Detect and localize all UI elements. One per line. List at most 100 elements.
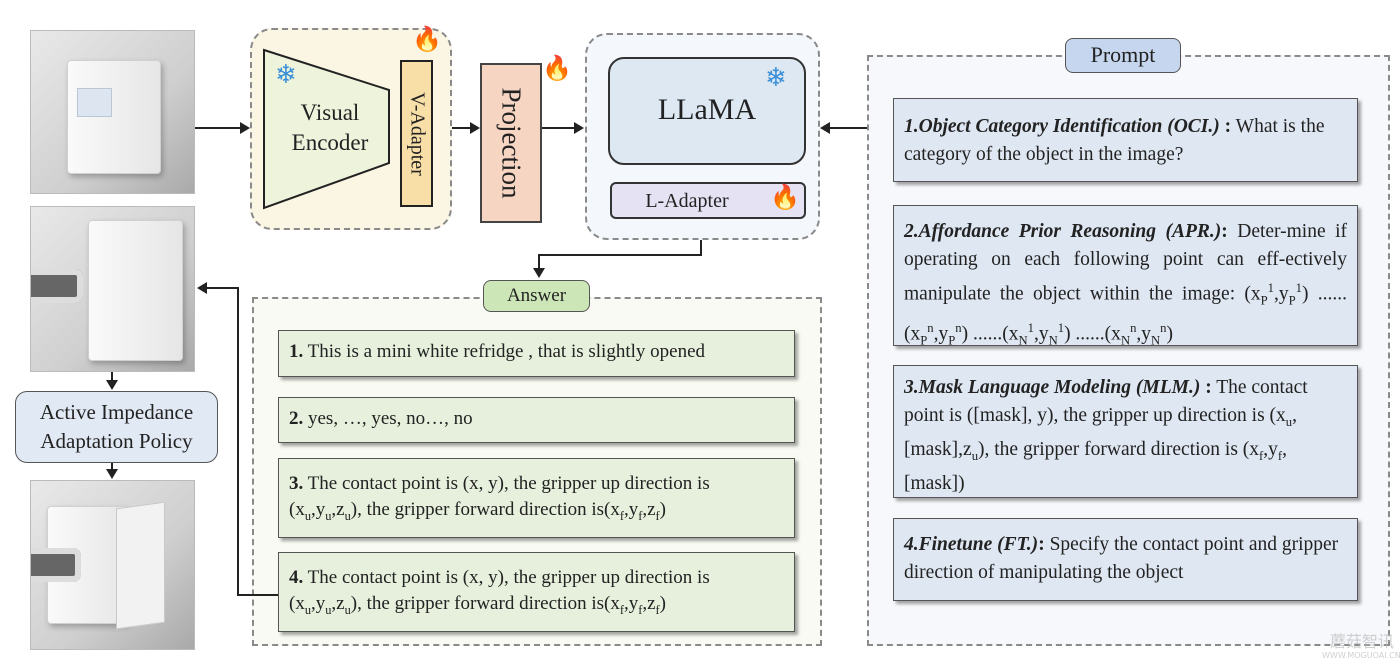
- text-segment: f: [638, 508, 643, 523]
- fridge-photo-gripper-contact: [30, 206, 195, 372]
- text-segment: 1: [1267, 281, 1274, 295]
- text-segment: u: [304, 508, 311, 523]
- text-segment: N: [1120, 333, 1131, 348]
- text-segment: ,[mask]): [904, 438, 1287, 494]
- text-segment: ,y: [1274, 283, 1289, 305]
- text-segment: Deter-mine if operating on each followin…: [904, 221, 1347, 305]
- text-segment: :: [1219, 116, 1232, 137]
- text-segment: n: [927, 321, 934, 336]
- text-segment: ), the gripper forward direction is(x: [350, 593, 620, 614]
- text-segment: f: [1277, 448, 1283, 463]
- llama-box: LLaMA: [608, 57, 806, 165]
- arrowhead: [470, 122, 480, 134]
- text-segment: P: [948, 333, 956, 348]
- text-segment: P: [1260, 293, 1268, 308]
- answer-item-3: 3. The contact point is (x, y), the grip…: [278, 458, 795, 538]
- v-adapter-box: V-Adapter: [400, 60, 433, 207]
- arrowhead: [197, 282, 207, 294]
- flame-icon: 🔥: [542, 56, 572, 82]
- text-segment: The contact point is ([mask], y), the gr…: [904, 377, 1308, 426]
- text-segment: 3.Mask Language Modeling (MLM.): [904, 377, 1201, 398]
- answer-label: Answer: [483, 280, 590, 312]
- impedance-policy-box: Active Impedance Adaptation Policy: [15, 391, 218, 463]
- arrow-llama-to-answer: [700, 240, 702, 255]
- text-segment: ,y: [311, 499, 326, 520]
- l-adapter-box: L-Adapter: [610, 182, 806, 219]
- text-segment: ,y: [1136, 323, 1152, 345]
- text-segment: ,z: [642, 593, 656, 614]
- arrow-segment: [538, 254, 702, 256]
- text-segment: 4.Finetune (FT.): [904, 534, 1039, 555]
- prompt-item-mlm: 3.Mask Language Modeling (MLM.) : The co…: [893, 365, 1358, 498]
- fridge-photo-closed: [30, 30, 195, 194]
- arrow-photo-to-policy: [111, 372, 113, 382]
- text-segment: f: [619, 602, 624, 617]
- text-segment: ): [1166, 323, 1174, 345]
- arrowhead: [574, 122, 584, 134]
- text-segment: 3.: [289, 473, 304, 494]
- text-segment: ), the gripper forward direction is (x: [978, 438, 1260, 460]
- arrowhead: [820, 122, 830, 134]
- text-segment: ,z: [331, 593, 345, 614]
- text-segment: f: [655, 602, 660, 617]
- text-segment: P: [920, 333, 928, 348]
- text-segment: n: [955, 321, 962, 336]
- text-segment: N: [1048, 333, 1058, 348]
- flame-icon: 🔥: [770, 185, 800, 211]
- text-segment: u: [325, 602, 332, 617]
- text-segment: ): [659, 499, 666, 520]
- text-segment: ) ......(x: [961, 323, 1019, 345]
- visual-encoder-trapezoid: [263, 48, 390, 210]
- text-segment: ,[mask],z: [904, 405, 1297, 460]
- arrow-image-to-encoder: [195, 127, 243, 129]
- prompt-item-ft: 4.Finetune (FT.): Specify the contact po…: [893, 518, 1358, 601]
- text-segment: f: [1259, 448, 1264, 463]
- policy-line1: Active Impedance: [39, 400, 194, 424]
- text-segment: u: [325, 508, 332, 523]
- policy-line2: Adaptation Policy: [40, 429, 193, 453]
- text-segment: This is a mini white refridge , that is …: [303, 341, 706, 362]
- text-segment: u: [344, 508, 351, 523]
- text-segment: 1: [1027, 321, 1034, 336]
- text-segment: ,y: [623, 593, 639, 614]
- arrow-segment: [205, 287, 239, 289]
- text-segment: ,z: [642, 499, 656, 520]
- text-segment: 1: [1295, 281, 1302, 295]
- projection-box: Projection: [480, 63, 542, 223]
- text-segment: ) ......(x: [1064, 323, 1121, 345]
- text-segment: ,y: [1263, 438, 1278, 460]
- arrow-prompt-to-llama: [828, 127, 868, 129]
- text-segment: n: [1130, 321, 1137, 336]
- text-segment: u: [304, 602, 311, 617]
- text-segment: 4.: [289, 567, 304, 588]
- llama-label: LLaMA: [657, 93, 757, 126]
- text-segment: u: [344, 602, 351, 617]
- flame-icon: 🔥: [412, 27, 442, 53]
- snowflake-icon: ❄: [765, 63, 787, 92]
- answer-item-1: 1. This is a mini white refridge , that …: [278, 330, 795, 377]
- answer-item-2: 2. yes, …, yes, no…, no: [278, 397, 795, 443]
- text-segment: 1: [1057, 321, 1065, 336]
- watermark-cn: 蘑菇智讯: [1330, 632, 1395, 651]
- text-segment: N: [1151, 333, 1161, 348]
- watermark: 蘑菇智讯: [1330, 628, 1394, 652]
- snowflake-icon: ❄: [275, 60, 297, 89]
- arrow-answer-to-robot: [237, 594, 278, 596]
- text-segment: ,y: [623, 499, 639, 520]
- text-segment: ,z: [331, 499, 345, 520]
- projection-label: Projection: [496, 87, 527, 199]
- arrowhead: [240, 122, 250, 134]
- arrow-projection-to-llama: [542, 127, 576, 129]
- l-adapter-label: L-Adapter: [645, 190, 729, 212]
- text-segment: f: [619, 508, 624, 523]
- text-segment: u: [1285, 414, 1293, 429]
- text-segment: 1.: [289, 341, 304, 362]
- v-adapter-label: V-Adapter: [406, 91, 428, 176]
- text-segment: ): [659, 593, 666, 614]
- arrow-segment: [237, 287, 239, 596]
- prompt-label: Prompt: [1065, 38, 1181, 73]
- text-segment: f: [638, 602, 643, 617]
- text-segment: 2.Affordance Prior Reasoning (APR.): [904, 221, 1222, 242]
- text-segment: f: [655, 508, 660, 523]
- fridge-photo-opened: [30, 480, 195, 650]
